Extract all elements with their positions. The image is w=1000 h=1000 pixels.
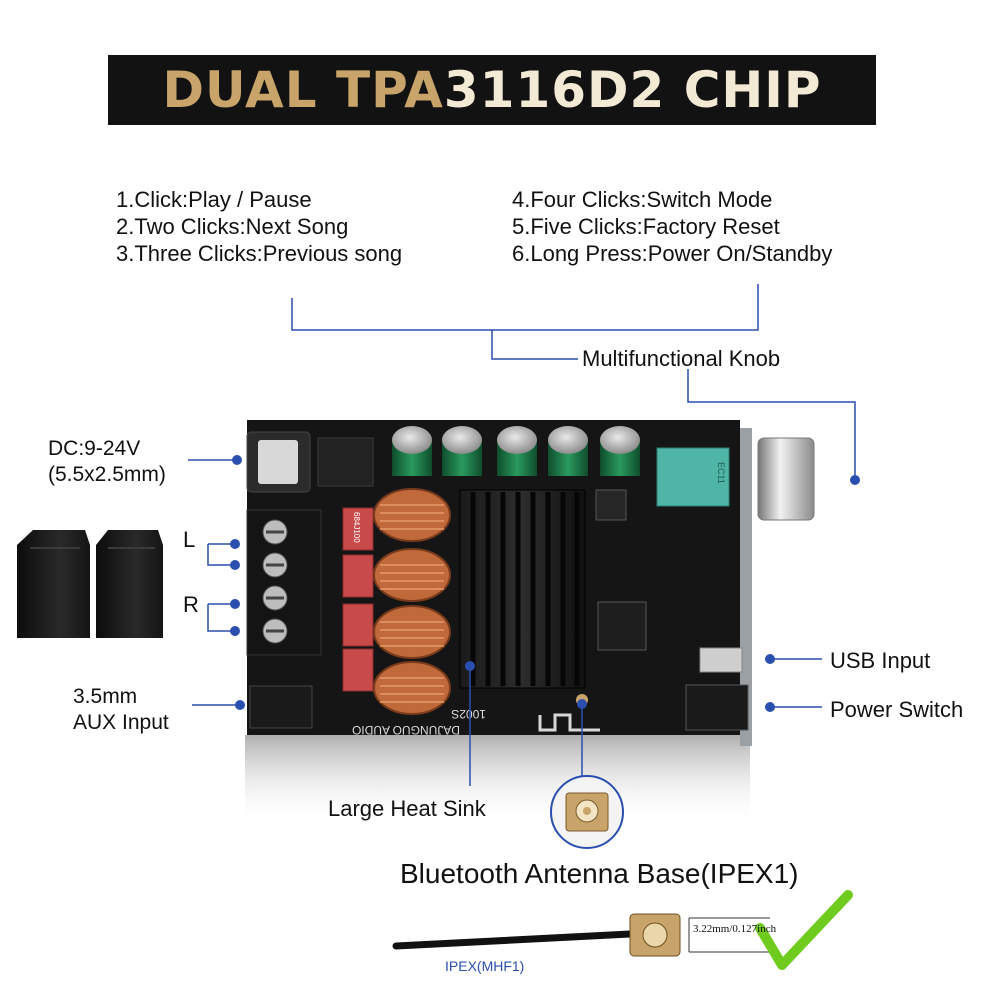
knob-label: Multifunctional Knob [582, 346, 781, 371]
right-channel-label: R [183, 592, 199, 617]
knob-pointer-dot [850, 475, 860, 485]
ipex-label: IPEX(MHF1) [445, 958, 525, 974]
instruction-item: 2.Two Clicks:Next Song [116, 214, 349, 239]
antenna-connector-icon [550, 775, 624, 849]
pointer-dots [230, 455, 775, 712]
power-switch-label: Power Switch [830, 697, 964, 722]
aux-input-label: 3.5mm AUX Input [73, 684, 169, 736]
board-brand-text: DAJUNGUO AUDIO [352, 723, 460, 737]
aux-name: AUX Input [73, 711, 169, 734]
instruction-item: 3.Three Clicks:Previous song [116, 241, 403, 266]
board-reflection [245, 735, 750, 825]
heat-sink-label: Large Heat Sink [328, 796, 486, 821]
page-title: DUAL TPA3116D2 CHIP [162, 61, 821, 119]
heat-sink [459, 489, 586, 689]
title-rest: 3116D2 CHIP [443, 61, 822, 119]
dimension-label: 3.22mm/0.127inch [693, 923, 777, 935]
pointer-lines [188, 459, 822, 786]
usb-input-label: USB Input [830, 648, 931, 673]
board-model-text: 1002S [451, 707, 486, 721]
amplifier-board: 1002S DAJUNGUO AUDIO 684J100 EC11 [246, 420, 815, 746]
title-prefix: DUAL TPA [162, 61, 444, 119]
aux-size: 3.5mm [73, 685, 138, 708]
check-icon [755, 890, 853, 970]
left-channel-label: L [183, 527, 196, 552]
title-banner: DUAL TPA3116D2 CHIP [108, 55, 876, 125]
knob-instructions-right: 4.Four Clicks:Switch Mode 5.Five Clicks:… [512, 186, 832, 267]
bluetooth-antenna-label: Bluetooth Antenna Base(IPEX1) [400, 858, 799, 889]
instruction-bracket [291, 284, 856, 478]
instruction-item: 5.Five Clicks:Factory Reset [512, 214, 780, 239]
electrolytic-capacitors [392, 426, 640, 476]
encoder-module [656, 447, 730, 507]
dc-size: (5.5x2.5mm) [48, 463, 166, 486]
inductor-code-text: 684J100 [352, 512, 361, 543]
encoder-label-text: EC11 [716, 462, 726, 484]
knob [757, 437, 815, 521]
ipex-antenna-cable [392, 913, 770, 957]
dc-input-label: DC:9-24V (5.5x2.5mm) [48, 436, 166, 488]
instruction-item: 1.Click:Play / Pause [116, 187, 312, 212]
knob-instructions-left: 1.Click:Play / Pause 2.Two Clicks:Next S… [116, 186, 402, 267]
inductor-coils [373, 488, 451, 715]
instruction-item: 6.Long Press:Power On/Standby [512, 241, 833, 266]
speaker-icon [17, 530, 163, 638]
instruction-item: 4.Four Clicks:Switch Mode [512, 187, 773, 212]
dc-voltage: DC:9-24V [48, 437, 141, 460]
